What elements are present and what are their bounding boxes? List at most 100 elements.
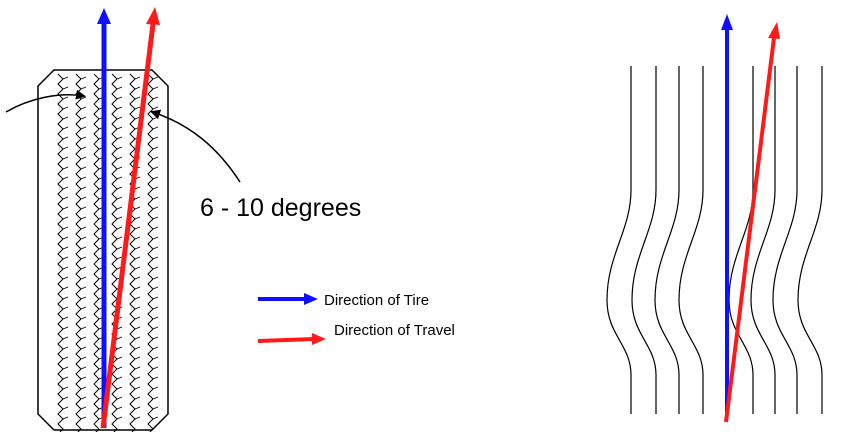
tread-tick [134, 246, 141, 250]
contact-line [654, 66, 680, 414]
tread-tick [80, 396, 87, 400]
tread-tick [116, 396, 123, 400]
tread-tick [152, 146, 159, 150]
tread-tick [152, 376, 159, 380]
tread-tick [116, 366, 123, 370]
tread-tick [116, 256, 123, 260]
tread-tick [134, 346, 141, 350]
tread-tick [152, 76, 159, 80]
tread-tick [80, 366, 87, 370]
tread-tick [116, 346, 123, 350]
tread-tick [152, 406, 159, 410]
tread-tick [116, 116, 123, 120]
tread-tick [134, 396, 141, 400]
tread-tick [152, 226, 159, 230]
tread-tick [134, 336, 141, 340]
tread-zigzag [75, 73, 82, 432]
contact-patch-lines [606, 66, 823, 414]
tread-tick [62, 176, 69, 180]
tread-tick [152, 306, 159, 310]
tread-tick [62, 416, 69, 420]
tread-tick [152, 176, 159, 180]
tread-tick [152, 266, 159, 270]
tread-tick [62, 326, 69, 330]
legend-item-tire: Direction of Tire [258, 292, 429, 309]
tread-tick [152, 106, 159, 110]
tread-tick [62, 386, 69, 390]
tread-tick [80, 206, 87, 210]
tread-tick [62, 196, 69, 200]
tread-tick [152, 126, 159, 130]
tread-tick [116, 166, 123, 170]
tread-tick [152, 96, 159, 100]
tread-tick [134, 76, 141, 80]
tread-tick [116, 336, 123, 340]
travel-direction-arrow-right [724, 22, 780, 423]
tread-tick [80, 386, 87, 390]
tread-tick [152, 196, 159, 200]
contact-line [750, 66, 776, 414]
tread-tick [62, 276, 69, 280]
tread-tick [116, 136, 123, 140]
tread-tick [152, 316, 159, 320]
tread-tick [62, 396, 69, 400]
tread-tick [134, 276, 141, 280]
tread-zigzag [93, 73, 100, 432]
tread-tick [116, 86, 123, 90]
tread-tick [80, 76, 87, 80]
tread-tick [62, 286, 69, 290]
tread-tick [62, 356, 69, 360]
tread-zigzag [129, 73, 136, 432]
tread-tick [134, 256, 141, 260]
tread-tick [62, 216, 69, 220]
tread-tick [134, 366, 141, 370]
tread-zigzag [147, 73, 154, 432]
tire-direction-arrow [97, 8, 111, 428]
tread-tick [80, 326, 87, 330]
tread-tick [62, 96, 69, 100]
tread-tick [152, 326, 159, 330]
travel-direction-arrow [100, 7, 160, 429]
tread-tick [152, 246, 159, 250]
tread-tick [116, 386, 123, 390]
legend-label-tire: Direction of Tire [324, 292, 429, 309]
tread-tick [80, 226, 87, 230]
tread-tick [116, 226, 123, 230]
tread-tick [116, 96, 123, 100]
tread-tick [152, 236, 159, 240]
tread-tick [152, 186, 159, 190]
tread-tick [62, 236, 69, 240]
tread-tick [80, 296, 87, 300]
tread-tick [62, 146, 69, 150]
tread-tick [80, 106, 87, 110]
tread-tick [80, 276, 87, 280]
tread-tick [116, 216, 123, 220]
tread-tick [116, 146, 123, 150]
tread-tick [134, 186, 141, 190]
tread-tick [116, 416, 123, 420]
tread-tick [62, 126, 69, 130]
tire-direction-arrow-right [721, 14, 733, 412]
tread-tick [80, 336, 87, 340]
tread-tick [116, 406, 123, 410]
tread-tick [134, 216, 141, 220]
tread-tick [152, 286, 159, 290]
tread-tick [134, 86, 141, 90]
tread-tick [80, 196, 87, 200]
tread-tick [62, 346, 69, 350]
tread-tick [116, 106, 123, 110]
tread-tick [152, 256, 159, 260]
tread-tick [80, 246, 87, 250]
right-pointer-arrow [150, 109, 241, 183]
tread-tick [80, 166, 87, 170]
left-pointer-arrow [5, 89, 86, 113]
tread-tick [152, 86, 159, 90]
tread-tick [80, 86, 87, 90]
tread-tick [152, 216, 159, 220]
tread-tick [152, 366, 159, 370]
tread-tick [62, 266, 69, 270]
tread-tick [62, 106, 69, 110]
tread-tick [134, 106, 141, 110]
tread-tick [80, 346, 87, 350]
